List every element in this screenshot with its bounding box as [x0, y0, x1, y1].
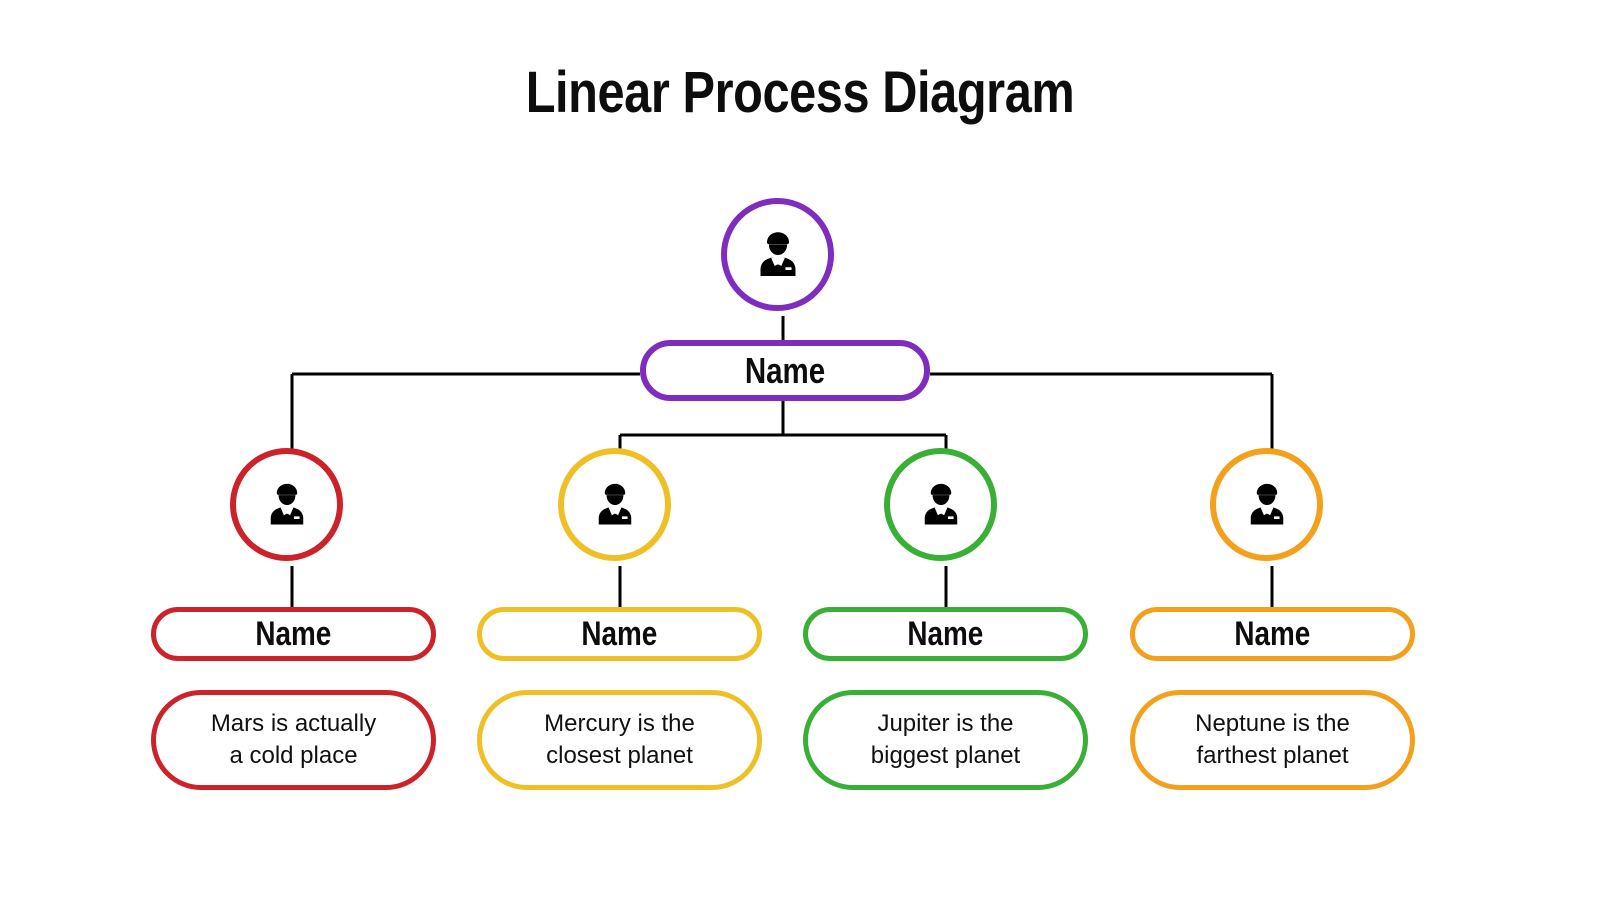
businessperson-icon: [924, 483, 957, 524]
root-avatar-circle[interactable]: [721, 198, 834, 311]
node-3-avatar-circle[interactable]: [884, 448, 997, 561]
node-1-avatar-circle[interactable]: [230, 448, 343, 561]
businessperson-icon: [1250, 483, 1283, 524]
page-title: Linear Process Diagram: [525, 60, 1075, 125]
node-1-name-pill[interactable]: Name: [151, 607, 436, 661]
node-3-name-pill[interactable]: Name: [803, 607, 1088, 661]
root-name-pill[interactable]: Name: [640, 340, 930, 401]
businessperson-icon: [270, 483, 303, 524]
node-2-name-label: Name: [581, 615, 658, 653]
businessperson-icon: [598, 483, 631, 524]
node-2-avatar-circle[interactable]: [558, 448, 671, 561]
node-3-name-label: Name: [907, 615, 984, 653]
node-4-name-label: Name: [1234, 615, 1311, 653]
node-4-avatar-circle[interactable]: [1210, 448, 1323, 561]
node-1-name-label: Name: [255, 615, 332, 653]
root-name-label: Name: [744, 349, 826, 391]
node-4-name-pill[interactable]: Name: [1130, 607, 1415, 661]
node-2-name-pill[interactable]: Name: [477, 607, 762, 661]
businessperson-icon: [760, 231, 795, 276]
